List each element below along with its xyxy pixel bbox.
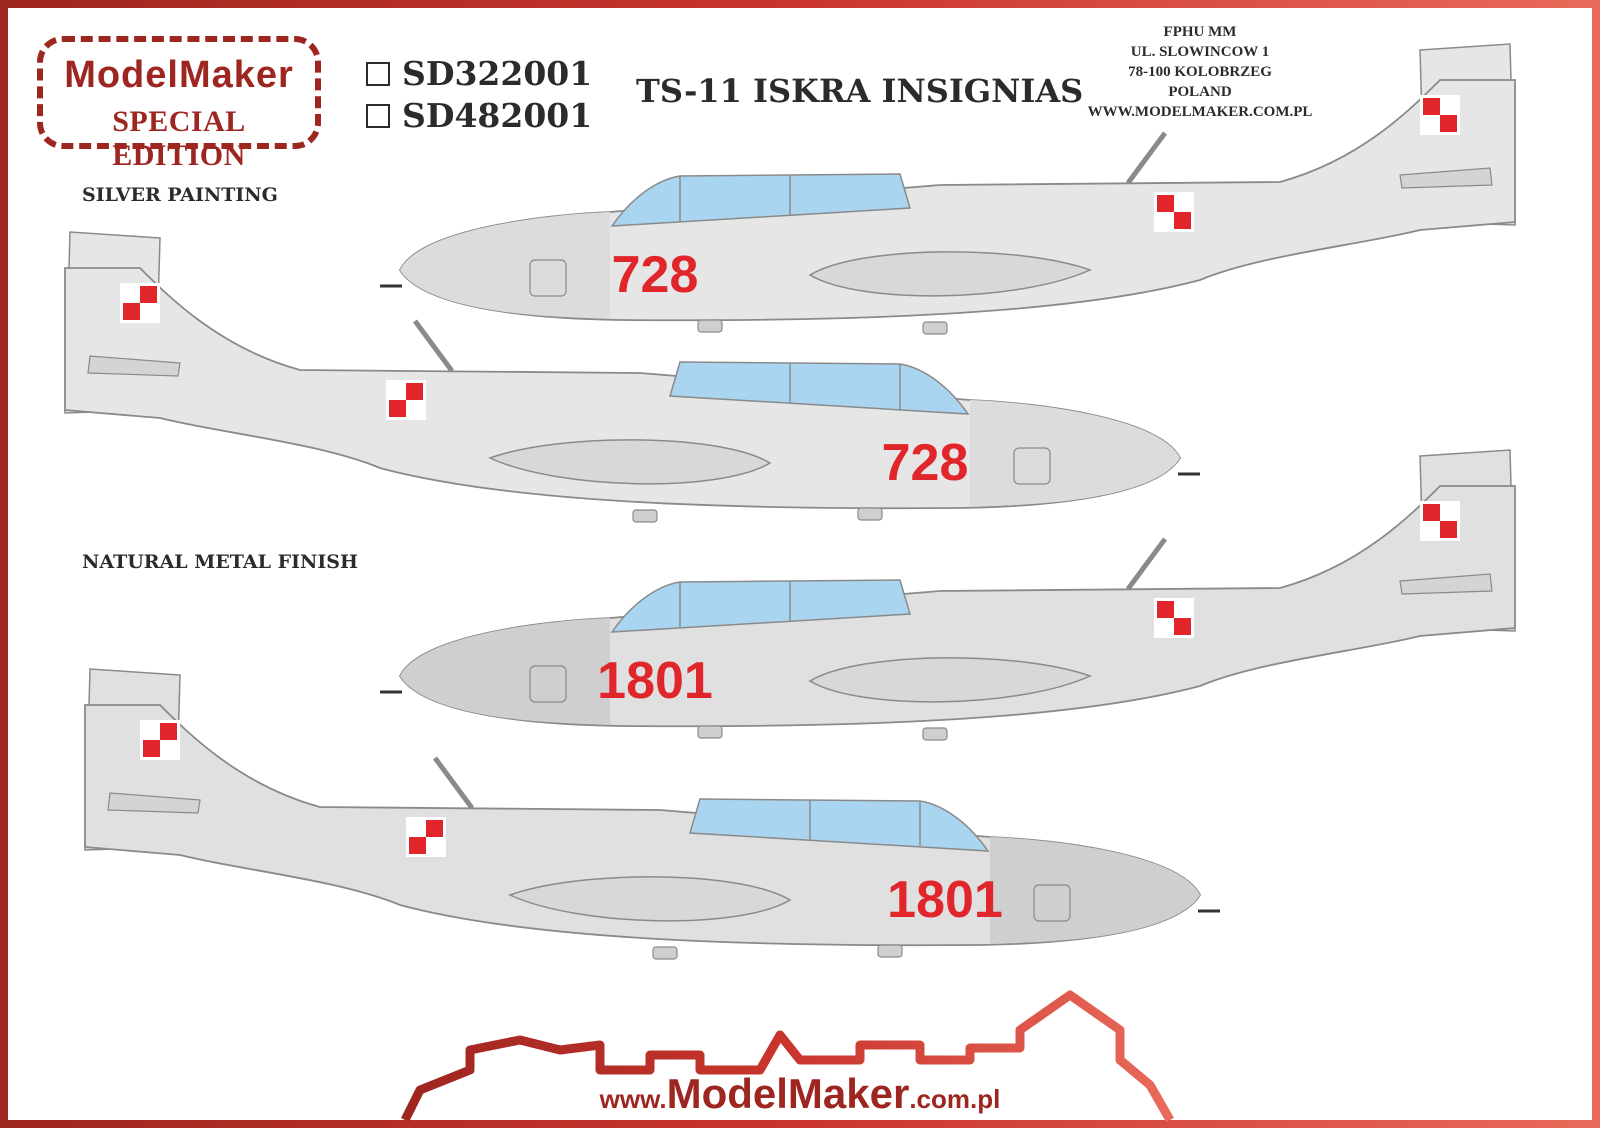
aircraft-1801-right-profile: 1801 [380, 449, 1516, 741]
insignia-fuselage [386, 380, 426, 420]
aircraft-number: 728 [612, 246, 699, 304]
tailplane [87, 355, 181, 377]
product-code-row-2: SD482001 [366, 96, 592, 135]
address-city: 78-100 KOLOBRZEG [1128, 64, 1272, 80]
landing-gear [697, 725, 723, 739]
landing-gear [632, 509, 658, 523]
insignia-tail [120, 283, 160, 323]
antenna [412, 319, 455, 373]
section-label-natural-metal: NATURAL METAL FINISH [82, 551, 358, 573]
logo-brand-text: ModelMaker [64, 54, 294, 96]
footer-url-suffix: .com.pl [909, 1084, 1001, 1114]
fuselage [398, 485, 1516, 728]
insignia-tail [140, 720, 180, 760]
fuselage [64, 267, 1182, 510]
antenna [432, 756, 475, 810]
product-code-checkbox-2[interactable] [366, 103, 390, 128]
product-code-row-1: SD322001 [366, 54, 592, 93]
aircraft-number: 728 [882, 434, 969, 492]
company-address: FPHU MM UL. SLOWINCOW 1 78-100 KOLOBRZEG… [1050, 22, 1350, 122]
insignia-fuselage [1154, 192, 1194, 232]
nose-cone [400, 618, 610, 724]
wing-root [488, 439, 772, 485]
fuselage [398, 79, 1516, 322]
wing-root [808, 251, 1092, 297]
nose-cone [400, 212, 610, 318]
address-company: FPHU MM [1163, 24, 1237, 40]
footer-url-brand: ModelMaker [666, 1070, 910, 1117]
footer-website: www.ModelMaker.com.pl [0, 1070, 1600, 1118]
address-street: UL. SLOWINCOW 1 [1130, 44, 1270, 60]
aircraft-728-right-profile: 728 [380, 43, 1516, 335]
footer-url-prefix: www. [599, 1084, 667, 1114]
address-country: POLAND [1168, 84, 1232, 100]
landing-gear [697, 319, 723, 333]
antenna [1125, 131, 1168, 185]
product-code-2: SD482001 [402, 96, 593, 135]
insignia-fuselage [406, 817, 446, 857]
tailplane [1399, 167, 1493, 189]
address-website: WWW.MODELMAKER.COM.PL [1087, 104, 1313, 120]
access-panel [1033, 884, 1071, 922]
aircraft-1801-left-profile: 1801 [84, 668, 1220, 960]
fuselage [84, 704, 1202, 947]
tailplane [107, 792, 201, 814]
landing-gear [652, 946, 678, 960]
tailplane [1399, 573, 1493, 595]
antenna [1125, 537, 1168, 591]
city-skyline [400, 990, 1174, 1123]
product-code-checkbox-1[interactable] [366, 61, 390, 86]
access-panel [529, 665, 567, 703]
aircraft-728-left-profile: 728 [64, 231, 1200, 523]
access-panel [1013, 447, 1051, 485]
nose-cone [970, 400, 1180, 506]
insignia-fuselage [1154, 598, 1194, 638]
landing-gear [922, 727, 948, 741]
landing-gear [922, 321, 948, 335]
wing-root [808, 657, 1092, 703]
product-code-1: SD322001 [402, 54, 593, 93]
landing-gear [877, 944, 903, 958]
landing-gear [857, 507, 883, 521]
insignia-tail [1420, 95, 1460, 135]
nose-cone [990, 837, 1200, 943]
aircraft-number: 1801 [597, 652, 713, 710]
insignia-tail [1420, 501, 1460, 541]
sheet-title: TS-11 ISKRA INSIGNIAS [636, 72, 1084, 110]
access-panel [529, 259, 567, 297]
modelmaker-logo: ModelMaker SPECIAL EDITION [37, 36, 321, 172]
wing-root [508, 876, 792, 922]
aircraft-number: 1801 [887, 871, 1003, 929]
section-label-silver: SILVER PAINTING [82, 184, 278, 206]
logo-edition-text: SPECIAL EDITION [112, 105, 246, 172]
